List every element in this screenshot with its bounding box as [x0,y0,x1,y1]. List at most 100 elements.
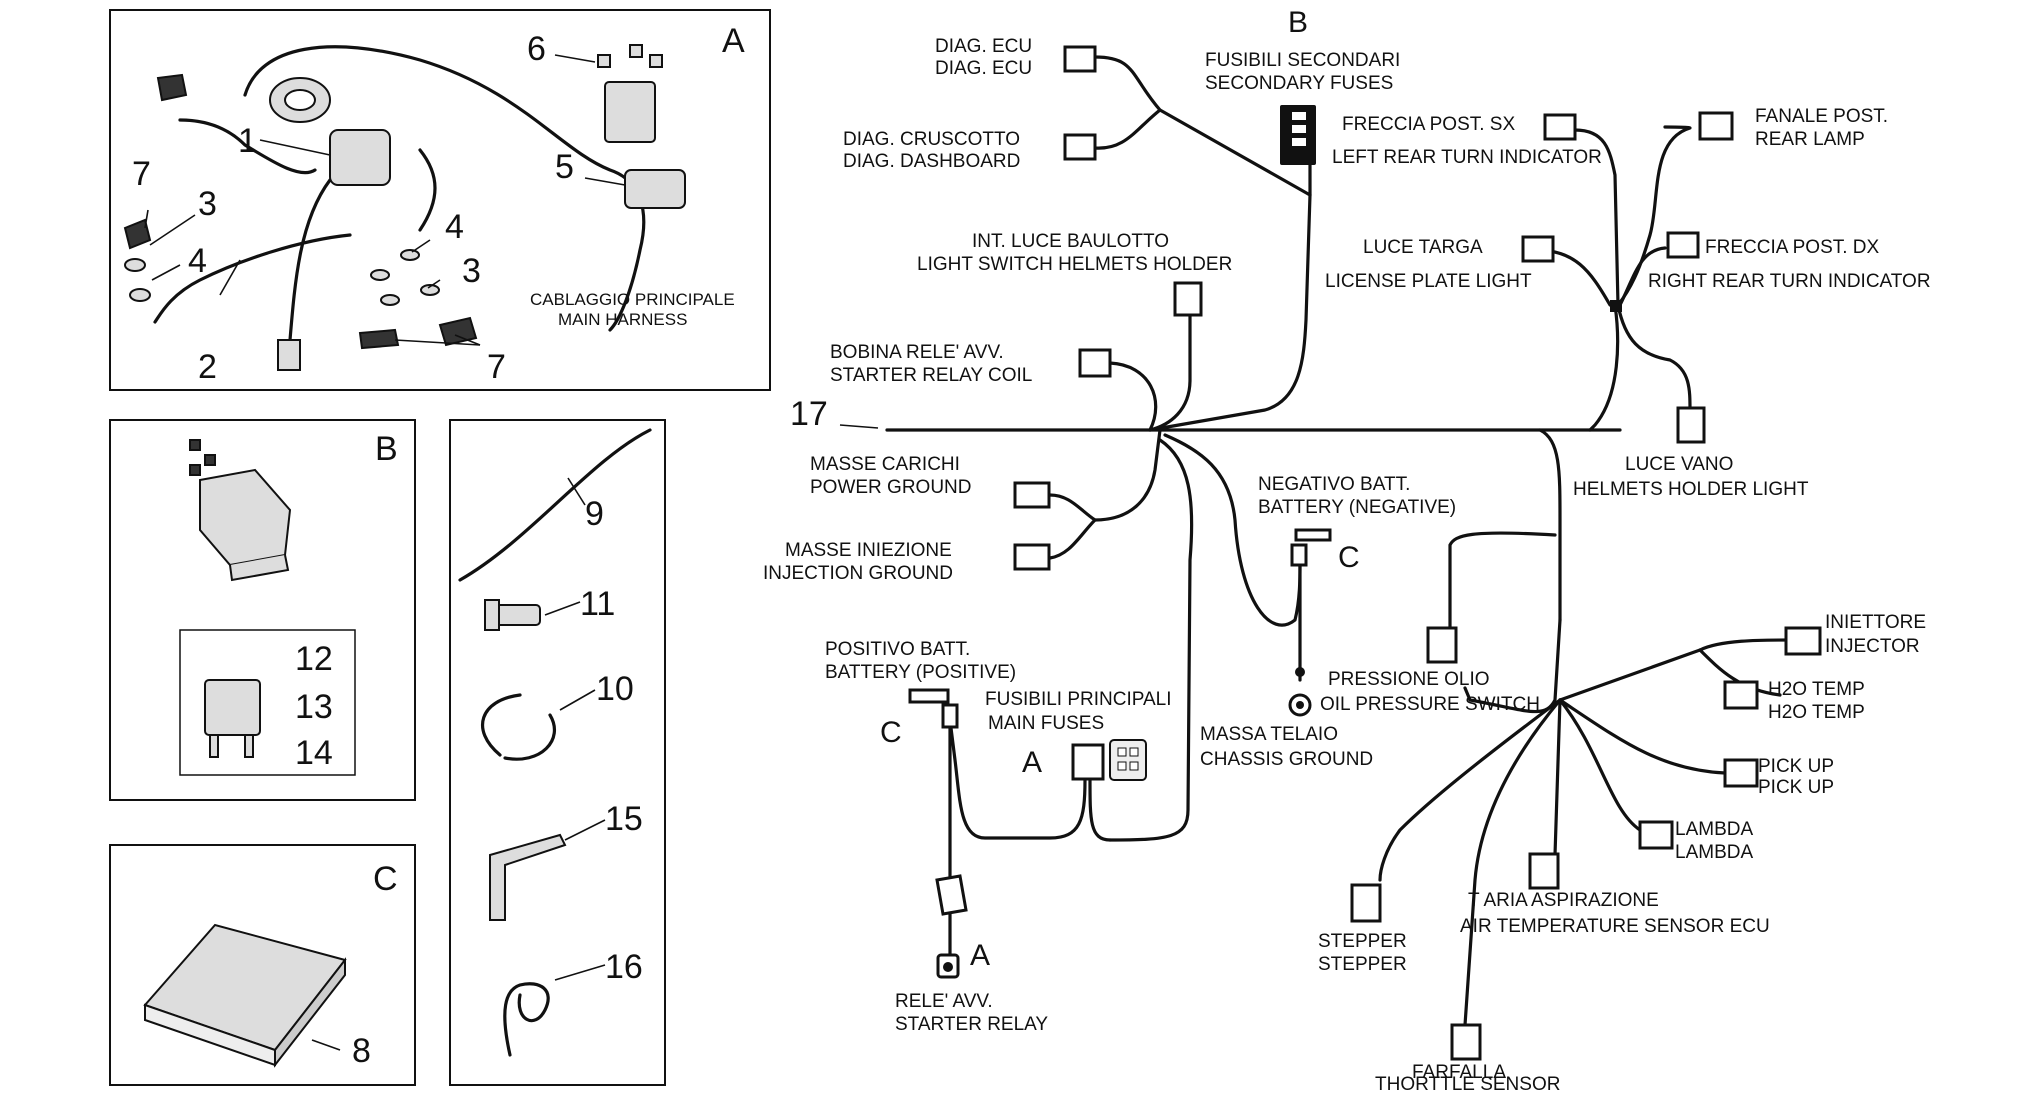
license-plate-en: LICENSE PLATE LIGHT [1325,271,1532,292]
connector-diag-ecu [1063,45,1097,73]
connector-helmets-holder-light [1676,406,1706,444]
secondary-fuses-it: FUSIBILI SECONDARI [1205,50,1400,71]
rear-lamp-en: REAR LAMP [1755,129,1865,150]
panel-a: A [109,9,771,391]
callout-9: 9 [585,495,604,533]
label-b-top: B [1288,6,1308,39]
connector-stepper [1350,883,1382,923]
callout-17: 17 [790,395,828,433]
connector-oil-pressure [1426,626,1458,664]
callout-6: 6 [527,30,546,68]
injection-ground-it: MASSE INIEZIONE [785,540,952,561]
schematic-connectors [908,45,1822,1061]
starter-relay-it: RELE' AVV. [895,991,993,1012]
h2o-temp-it: H2O TEMP [1768,679,1865,700]
connector-injector [1784,626,1822,656]
label-a-relay: A [970,939,990,972]
injection-ground-en: INJECTION GROUND [763,563,953,584]
starter-relay-coil-en: STARTER RELAY COIL [830,365,1032,386]
throttle-it: FARFALLA [1412,1062,1506,1083]
secondary-fuses-block [1280,105,1316,165]
light-switch-helmets-en: LIGHT SWITCH HELMETS HOLDER [917,254,1232,275]
secondary-fuses-en: SECONDARY FUSES [1205,73,1393,94]
power-ground-en: POWER GROUND [810,477,972,498]
callout-13: 13 [295,688,333,726]
stepper-it: STEPPER [1318,931,1407,952]
lambda-it: LAMBDA [1675,819,1753,840]
air-temp-en: AIR TEMPERATURE SENSOR ECU [1460,916,1770,937]
connector-left-rear-turn [1543,113,1577,141]
connector-h2o-temp [1723,680,1759,710]
injector-en: INJECTOR [1825,636,1920,657]
connector-main-fuses [1071,743,1105,781]
label-a-fuses: A [1022,746,1042,779]
battery-positive-it: POSITIVO BATT. [825,639,970,660]
main-fuses-it: FUSIBILI PRINCIPALI [985,689,1172,710]
main-fuses-en: MAIN FUSES [988,713,1104,734]
left-rear-turn-en: LEFT REAR TURN INDICATOR [1332,147,1602,168]
panel-b: B 12 13 14 [109,419,416,801]
callout-14: 14 [295,734,333,772]
callout-7a: 7 [132,155,151,193]
connector-rear-lamp [1698,111,1734,141]
callout-15: 15 [605,800,643,838]
callout-4b: 4 [445,208,464,246]
section-label-b: B [375,430,398,468]
connector-light-switch-helmets [1173,281,1203,317]
main-harness-label-en: MAIN HARNESS [558,310,687,329]
connector-power-ground [1013,481,1051,509]
license-plate-it: LUCE TARGA [1363,237,1483,258]
main-harness-label-it: CABLAGGIO PRINCIPALE [530,290,735,309]
callout-2: 2 [198,348,217,386]
chassis-ground-en: CHASSIS GROUND [1200,749,1373,770]
callout-10: 10 [596,670,634,708]
callout-1: 1 [238,122,257,160]
connector-battery-positive [908,688,950,704]
connector-air-temp [1528,852,1560,890]
starter-relay-coil-it: BOBINA RELE' AVV. [830,342,1004,363]
callout-12: 12 [295,640,333,678]
right-rear-turn-en: RIGHT REAR TURN INDICATOR [1648,271,1931,292]
connector-throttle [1450,1023,1482,1061]
connector-lambda [1638,820,1674,850]
starter-relay-sleeve [935,874,968,916]
connector-license-plate [1521,235,1555,263]
section-label-c: C [373,860,398,898]
callout-3b: 3 [462,252,481,290]
main-fuses-holder [1109,739,1147,781]
right-rear-turn-it: FRECCIA POST. DX [1705,237,1880,258]
callout-16: 16 [605,948,643,986]
light-switch-helmets-it: INT. LUCE BAULOTTO [972,231,1169,252]
callout-8: 8 [352,1032,371,1070]
connector-starter-relay-coil [1078,348,1112,378]
diag-ecu-it: DIAG. ECU [935,36,1032,57]
left-rear-turn-it: FRECCIA POST. SX [1342,114,1515,135]
battery-negative-en: BATTERY (NEGATIVE) [1258,497,1456,518]
helmets-holder-light-it: LUCE VANO [1625,454,1733,475]
pick-up-it: PICK UP [1758,756,1834,777]
h2o-temp-en: H2O TEMP [1768,702,1865,723]
stepper-en: STEPPER [1318,954,1407,975]
lambda-en: LAMBDA [1675,842,1753,863]
starter-relay-en: STARTER RELAY [895,1014,1048,1035]
section-label-a: A [722,22,745,60]
callout-3a: 3 [198,185,217,223]
diag-dashboard-en: DIAG. DASHBOARD [843,151,1020,172]
connector-diag-dashboard [1063,133,1097,161]
air-temp-it: T ARIA ASPIRAZIONE [1468,890,1659,911]
diag-ecu-en: DIAG. ECU [935,58,1032,79]
battery-negative-it: NEGATIVO BATT. [1258,474,1410,495]
oil-pressure-en: OIL PRESSURE SWITCH [1320,694,1540,715]
callout-4a: 4 [188,242,207,280]
power-ground-it: MASSE CARICHI [810,454,960,475]
chassis-ground-it: MASSA TELAIO [1200,724,1338,745]
diag-dashboard-it: DIAG. CRUSCOTTO [843,129,1020,150]
connector-battery-negative [1294,528,1332,542]
throttle-en: THORTTLE SENSOR [1375,1074,1560,1095]
injector-it: INIETTORE [1825,612,1926,633]
connector-right-rear-turn [1666,231,1700,259]
schematic-wires [839,55,1792,1027]
helmets-holder-light-en: HELMETS HOLDER LIGHT [1573,479,1809,500]
oil-pressure-it: PRESSIONE OLIO [1328,669,1490,690]
